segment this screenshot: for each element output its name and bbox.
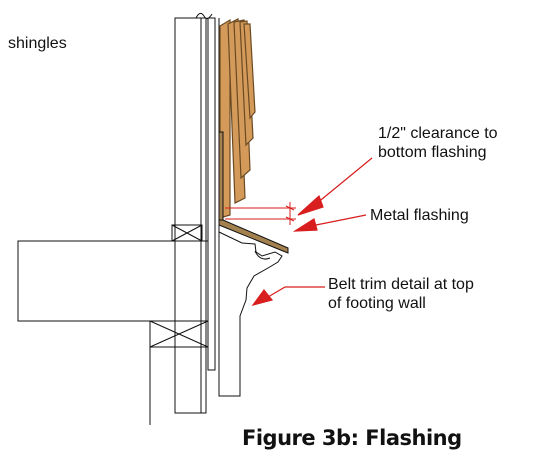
- clearance-leader: [315, 157, 373, 205]
- floor-joist: [17, 240, 209, 322]
- label-metal-flashing: Metal flashing: [370, 207, 469, 224]
- figure-caption: Figure 3b: Flashing: [242, 426, 462, 450]
- label-clearance-line1: 1/2" clearance to: [378, 125, 498, 142]
- break-line: [195, 12, 213, 20]
- belt-trim-leader: [267, 286, 325, 298]
- metal-flashing: [218, 131, 289, 254]
- label-belt-line1: Belt trim detail at top: [328, 276, 474, 293]
- metal-flashing-arrowhead: [292, 218, 318, 232]
- metal-flashing-leader: [315, 214, 367, 226]
- clearance-dimension: [225, 202, 296, 225]
- belt-trim-arrowhead: [251, 289, 274, 307]
- label-clearance-line2: bottom flashing: [378, 144, 487, 161]
- label-shingles: shingles: [8, 35, 67, 52]
- label-clearance: 1/2" clearance to bottom flashing: [378, 124, 498, 162]
- label-belt-line2: of footing wall: [328, 295, 426, 312]
- shingles-courses: [219, 18, 256, 219]
- clearance-arrowhead: [297, 194, 324, 216]
- label-belt-trim: Belt trim detail at top of footing wall: [328, 275, 474, 313]
- upper-wall-stud: [174, 17, 207, 414]
- shingle-course-5: [243, 23, 256, 120]
- rim-block-top: [171, 224, 203, 242]
- belt-trim: [218, 231, 283, 397]
- leader-arrows: [251, 157, 373, 307]
- sheathing: [207, 17, 216, 371]
